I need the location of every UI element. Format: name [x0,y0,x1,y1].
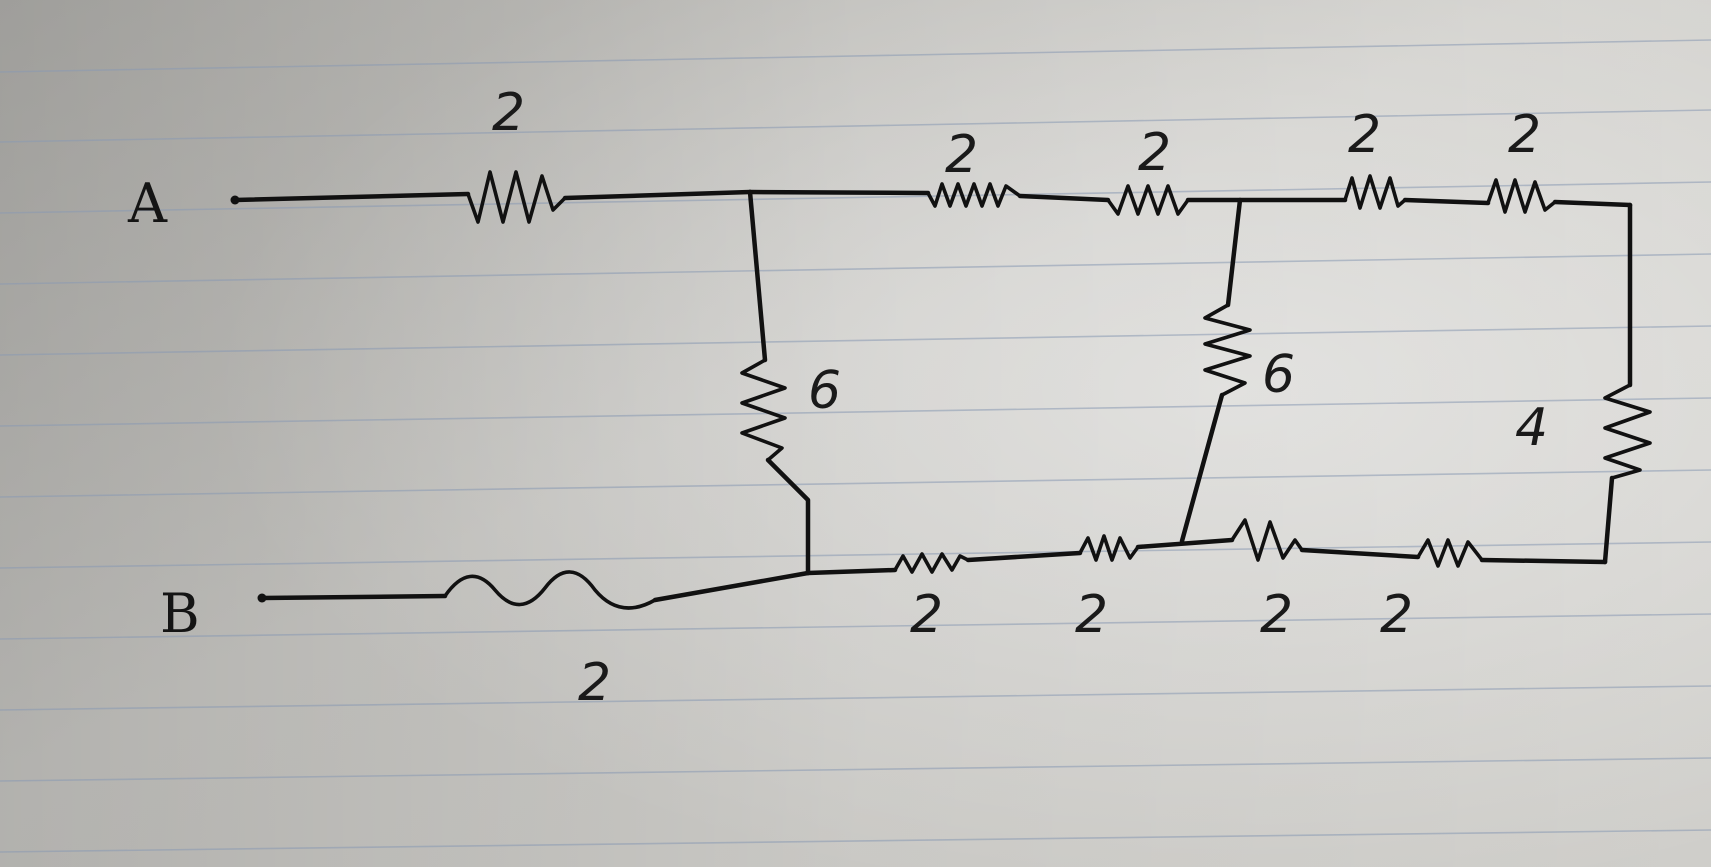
label-top-4: 2 [1508,105,1541,165]
top-wire-mid-1 [562,189,753,201]
wires [232,189,1633,603]
label-top-2: 2 [1138,123,1171,183]
resistor-top-1 [926,182,1022,208]
top-wire-mid-3 [1017,193,1111,203]
shunt-1-wire-top [747,189,768,363]
resistor-top-2 [1106,184,1190,216]
label-bottom-3: 2 [1260,585,1293,645]
resistor-shunt-1 [740,358,787,462]
terminal-a-dot [230,195,240,205]
terminal-a-label: A [127,172,168,235]
bottom-wire-mid-5 [1299,547,1421,560]
resistor-top-3 [1343,174,1407,210]
resistors [443,170,1652,610]
bottom-wire-mid-2 [805,567,898,576]
terminal-b-dot [257,593,267,603]
label-top-series: 2 [492,83,525,143]
resistor-shunt-2 [1203,303,1252,397]
right-wire-lower [1602,475,1615,565]
resistor-bottom-2 [1078,534,1140,562]
label-bottom-1: 2 [910,585,943,645]
resistor-bottom-1 [893,552,970,574]
label-bottom-series: 2 [578,653,611,713]
label-shunt-end: 4 [1515,398,1548,458]
resistor-top-series [466,170,567,224]
resistor-bottom-series [443,570,657,610]
shunt-2-wire-top [1225,197,1243,308]
labels: A B 2 2 2 2 2 6 6 4 2 2 2 2 2 [127,83,1548,713]
top-wire-mid-5 [1402,197,1491,206]
top-wire-mid-2 [747,189,931,196]
bottom-wire-mid-1 [652,570,811,603]
label-top-3: 2 [1348,105,1381,165]
top-wire-mid-6 [1552,199,1633,208]
label-bottom-2: 2 [1075,585,1108,645]
shunt-1-wire-bottom [765,457,811,576]
bottom-wire-b-to-r-bottom-left [259,593,448,601]
label-top-1: 2 [945,125,978,185]
resistor-bottom-4 [1416,538,1484,568]
bottom-wire-mid-4 [1135,537,1235,550]
label-bottom-4: 2 [1380,585,1413,645]
top-wire-a-to-r-top-left [232,191,471,203]
shunt-2-wire-bottom [1179,392,1225,544]
resistor-top-4 [1486,178,1557,214]
bottom-wire-mid-6 [1479,557,1608,565]
bottom-wire-mid-3 [965,550,1083,563]
terminal-dots [230,195,267,603]
label-shunt-2: 6 [1262,345,1295,405]
label-shunt-1: 6 [808,361,841,421]
resistor-bottom-3 [1230,518,1304,562]
terminal-b-label: B [160,582,200,645]
resistor-shunt-end [1603,383,1652,480]
